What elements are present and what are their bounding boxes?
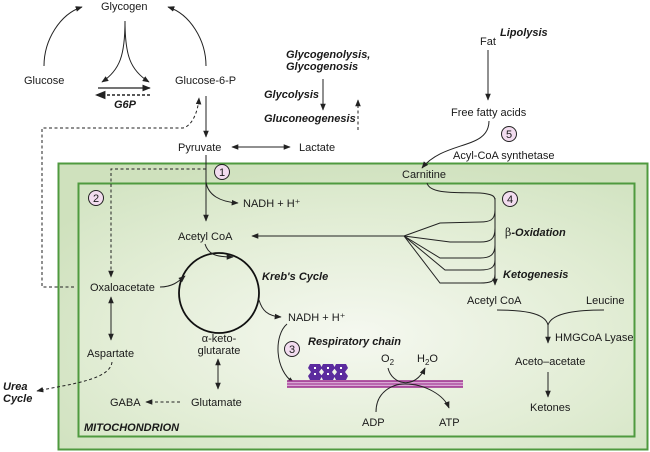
arrow-to-nadh-1 xyxy=(205,181,239,206)
arrow-adp-to-atp xyxy=(375,383,450,413)
node-nadh-2: NADH + H⁺ xyxy=(288,312,346,324)
node-glutamate: Glutamate xyxy=(191,397,242,409)
step-number-1: 1 xyxy=(219,167,225,179)
step-number-5: 5 xyxy=(506,129,512,141)
compartment-label: MITOCHONDRION xyxy=(84,422,180,434)
node-pyruvate: Pyruvate xyxy=(178,142,221,154)
complex-highlights xyxy=(314,367,342,375)
node-free-fatty-acids: Free fatty acids xyxy=(451,107,527,119)
node-cycle: Cycle xyxy=(3,393,32,405)
arrow-glucose6p-to-glycogen xyxy=(167,6,207,67)
node-o2: O2 xyxy=(381,353,395,367)
enzyme-acyl-coa-synthetase: Acyl-CoA synthetase xyxy=(453,150,555,162)
process-glycogenolysis-1: Glycogenolysis, xyxy=(286,49,370,61)
node-atp: ATP xyxy=(439,417,460,429)
process-gluconeogenesis: Gluconeogenesis xyxy=(264,113,356,125)
step-number-3: 3 xyxy=(289,344,295,356)
respiratory-complexes xyxy=(308,364,348,380)
node-urea: Urea xyxy=(3,381,27,393)
beta-fan-3 xyxy=(403,235,496,259)
process-ketogenesis: Ketogenesis xyxy=(503,269,568,281)
process-respiratory-chain: Respiratory chain xyxy=(308,336,401,348)
complex-icon-2 xyxy=(321,364,335,380)
process-glycolysis: Glycolysis xyxy=(264,89,319,101)
process-krebs-cycle: Kreb's Cycle xyxy=(262,271,328,283)
node-adp: ADP xyxy=(362,417,385,429)
enzyme-hmgcoa-lyase: HMGCoA Lyase xyxy=(555,332,633,344)
node-gaba: GABA xyxy=(110,397,141,409)
node-glucose-6-p: Glucose-6-P xyxy=(175,75,236,87)
arrow-glycogen-split-left xyxy=(101,20,126,83)
node-glucose: Glucose xyxy=(24,75,64,87)
beta-symbol: β xyxy=(505,226,511,239)
dashed-oxaloacetate-to-g6p xyxy=(41,97,202,288)
beta-fan-5 xyxy=(403,235,496,284)
merge-acetyl-coa xyxy=(496,309,549,326)
node-carnitine: Carnitine xyxy=(402,169,446,181)
step-circle-2 xyxy=(88,190,104,206)
arrow-oxaloacetate-into-cycle xyxy=(159,275,186,288)
beta-fan-1 xyxy=(403,209,496,237)
beta-fan-2 xyxy=(403,227,496,243)
carnitine-to-beta-ox xyxy=(426,182,496,201)
node-lactate: Lactate xyxy=(299,142,335,154)
arrow-cycle-to-nadh-2 xyxy=(258,299,282,320)
node-acetoacetate: Aceto–acetate xyxy=(515,356,585,368)
arrow-glucose-to-glycogen xyxy=(43,6,83,67)
node-leucine: Leucine xyxy=(586,295,625,307)
arrow-glycogen-split-right xyxy=(124,20,150,83)
enzyme-g6p: G6P xyxy=(114,99,137,111)
complex-icon-1 xyxy=(308,364,322,380)
dashed-pyruvate-to-oxaloacetate xyxy=(108,168,206,278)
step-circle-5 xyxy=(501,126,517,142)
step-circle-4 xyxy=(502,191,518,207)
node-acetyl-coa-2: Acetyl CoA xyxy=(467,295,522,307)
node-alpha-ketoglutarate-1: α-keto- xyxy=(202,333,237,345)
node-oxaloacetate: Oxaloacetate xyxy=(90,282,155,294)
node-nadh-1: NADH + H⁺ xyxy=(243,198,301,210)
node-fat: Fat xyxy=(480,36,496,48)
node-acetyl-coa: Acetyl CoA xyxy=(178,231,233,243)
process-beta-oxidation: β-Oxidation xyxy=(505,226,566,239)
process-glycogenolysis-2: Glycogenosis xyxy=(286,61,358,73)
node-ketones: Ketones xyxy=(530,402,571,414)
merge-leucine xyxy=(547,309,605,326)
process-lipolysis: Lipolysis xyxy=(500,27,548,39)
node-glycogen: Glycogen xyxy=(101,1,147,13)
node-h2o: H2O xyxy=(417,353,438,367)
step-number-4: 4 xyxy=(507,194,513,206)
dashed-aspartate-to-urea-cycle xyxy=(36,361,113,393)
step-circle-1 xyxy=(214,164,230,180)
complex-icon-3 xyxy=(334,364,348,380)
inner-membrane-box xyxy=(77,182,636,438)
arrow-ffa-to-carnitine xyxy=(421,120,490,169)
arrow-nadh-to-membrane xyxy=(277,323,295,384)
step-circle-3 xyxy=(284,341,300,357)
node-alpha-ketoglutarate-2: glutarate xyxy=(198,345,241,357)
beta-fan-4 xyxy=(403,235,496,271)
arrow-o2-to-h2o xyxy=(387,367,426,384)
step-number-2: 2 xyxy=(93,193,99,205)
arrow-acetyl-coa-into-cycle xyxy=(204,243,234,260)
node-aspartate: Aspartate xyxy=(87,348,134,360)
beta-oxidation-text: -Oxidation xyxy=(511,227,566,239)
krebs-cycle-circle xyxy=(178,252,260,334)
